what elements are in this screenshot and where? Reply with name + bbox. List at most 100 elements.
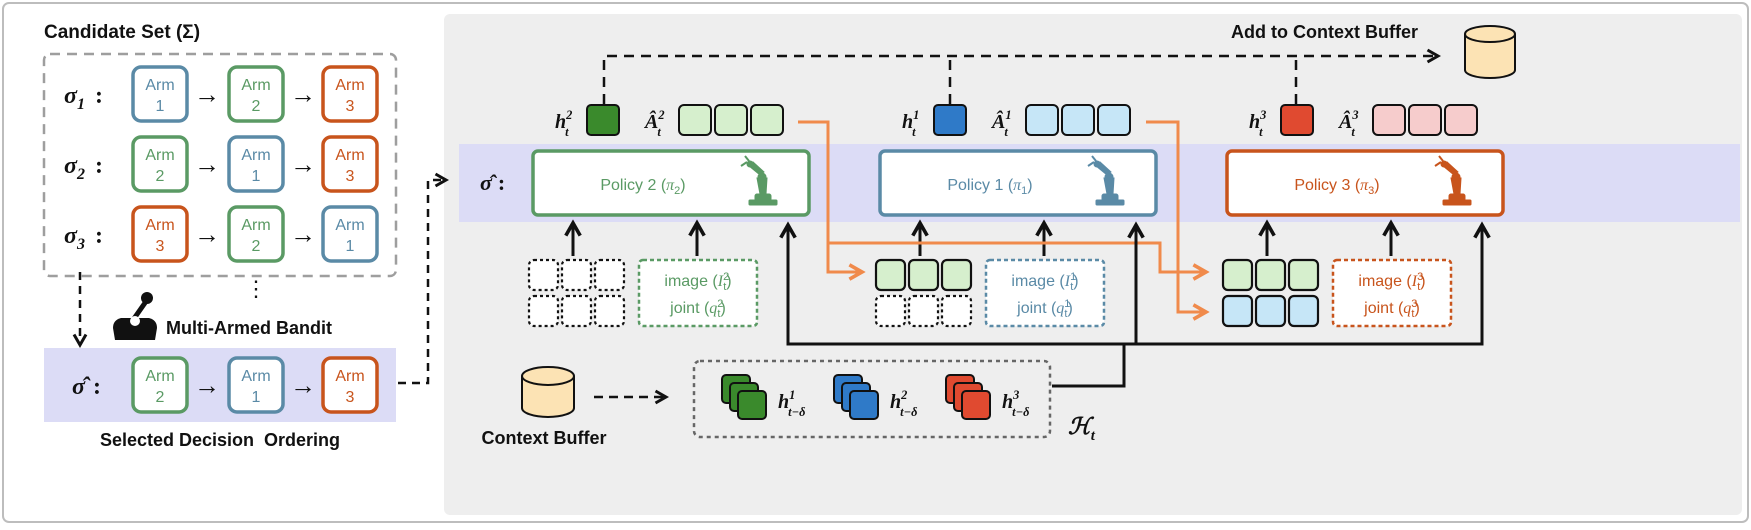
candidate-set-title: Candidate Set (Σ) [44, 22, 200, 43]
flow-action-2-to-policy3 [828, 241, 1210, 281]
context-token [1254, 294, 1287, 328]
arm-box-outline [227, 65, 285, 123]
order-arrow: → [194, 149, 220, 179]
arm-number: 3 [346, 168, 355, 185]
arm-box-outline [321, 135, 379, 193]
arm-box-outline [227, 135, 285, 193]
arm-name: Arm [145, 217, 174, 234]
context-token [940, 258, 973, 292]
context-token [593, 294, 626, 328]
arm-box-1: Arm 1 [131, 65, 189, 123]
order-arrow: → [290, 219, 316, 249]
action-token [1372, 104, 1406, 136]
context-token [1287, 258, 1320, 292]
more-orderings-ellipsis: ⋮ [245, 276, 267, 301]
context-token [1254, 258, 1287, 292]
arm-name: Arm [241, 77, 270, 94]
arm-number: 1 [252, 389, 261, 406]
arm-name: Arm [241, 368, 270, 385]
lever-icon [113, 292, 157, 340]
history-token [961, 390, 991, 420]
selected-to-pipeline-arrow [398, 172, 450, 385]
candidate-orderings: σ1:Arm1→Arm2→Arm3σ2:Arm2→Arm1→Arm3σ3:Arm… [64, 65, 379, 263]
bandit-label: Multi-Armed Bandit [166, 318, 332, 338]
context-token [907, 258, 940, 292]
action-token [750, 104, 784, 136]
ordering-label: σ2: [64, 153, 103, 183]
observation-box [1331, 258, 1453, 328]
order-arrow: → [290, 149, 316, 179]
context-token [1221, 294, 1254, 328]
add-to-buffer-label: Add to Context Buffer [1231, 22, 1418, 42]
arm-number: 1 [156, 98, 165, 115]
action-token [714, 104, 748, 136]
policy-box [531, 149, 811, 217]
policy-box [1225, 149, 1505, 217]
history-label: ℋt [1068, 414, 1096, 444]
arm-number: 2 [252, 98, 261, 115]
arm-name: Arm [335, 368, 364, 385]
arm-box-outline [321, 65, 379, 123]
context-token [874, 258, 907, 292]
context-token [907, 294, 940, 328]
arm-box-3: Arm 3 [321, 356, 379, 414]
action-token [1408, 104, 1442, 136]
context-token [940, 294, 973, 328]
order-arrow: → [194, 370, 220, 400]
policy-name: Policy 3 (π3) [1294, 177, 1379, 197]
arm-number: 3 [346, 98, 355, 115]
context-buffer-label: Context Buffer [482, 428, 607, 448]
policy-name: Policy 1 (π1) [947, 177, 1032, 197]
arm-box-3: Arm 3 [131, 205, 189, 263]
action-token [1025, 104, 1059, 136]
history-token [737, 390, 767, 420]
policy-name: Policy 2 (π2) [600, 177, 685, 197]
order-arrow: → [290, 370, 316, 400]
ordering-label: σ3: [64, 223, 103, 253]
arm-box-outline [227, 356, 285, 414]
context-token [527, 294, 560, 328]
arm-number: 2 [156, 389, 165, 406]
arm-number: 1 [252, 168, 261, 185]
arm-number: 3 [346, 389, 355, 406]
context-token [527, 258, 560, 292]
flow-action-1-to-policy3 [1146, 120, 1210, 321]
arm-name: Arm [241, 217, 270, 234]
context-token [1221, 258, 1254, 292]
action-token [678, 104, 712, 136]
arm-number: 3 [156, 238, 165, 255]
hidden-state-token [1280, 104, 1314, 136]
hidden-state-token [933, 104, 967, 136]
arm-name: Arm [145, 77, 174, 94]
context-token [1287, 294, 1320, 328]
add-to-buffer-arrow [602, 48, 1442, 104]
context-token [560, 258, 593, 292]
arm-box-2: Arm 2 [227, 65, 285, 123]
context-buffer-icon [521, 366, 575, 418]
